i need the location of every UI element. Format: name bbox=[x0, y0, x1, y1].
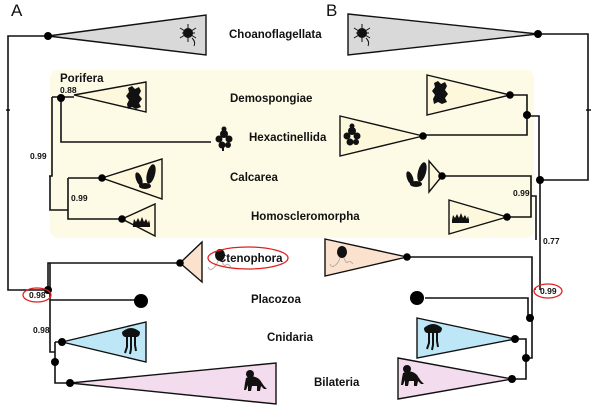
choanoflagellate-icon bbox=[179, 24, 197, 47]
node-b-cnid-bilat bbox=[522, 354, 530, 362]
clade-b-homoscleromorpha bbox=[448, 199, 510, 235]
gorilla-icon bbox=[244, 370, 267, 391]
node-a-ctenophora bbox=[176, 259, 184, 267]
support-a-calc-homo: 0.99 bbox=[71, 193, 88, 203]
support-a-highlight bbox=[22, 287, 52, 303]
node-a-bilateria bbox=[66, 379, 74, 387]
node-b-hexactinellida bbox=[419, 132, 427, 140]
support-a-cnid-bilat: 0.98 bbox=[33, 325, 50, 335]
jellyfish-icon bbox=[122, 328, 140, 355]
clade-b-bilateria bbox=[397, 357, 513, 400]
node-a-calcarea bbox=[98, 174, 106, 182]
demosponge-icon bbox=[126, 86, 142, 109]
support-a-demospongiae: 0.88 bbox=[60, 85, 77, 95]
placozoan-icon bbox=[410, 291, 424, 305]
calcareous-sponge-icon bbox=[406, 162, 427, 187]
taxon-label-bilateria: Bilateria bbox=[314, 377, 360, 389]
calcareous-sponge-icon bbox=[135, 164, 156, 189]
glass-sponge-icon bbox=[215, 126, 233, 151]
node-b-homoscleromorpha bbox=[503, 213, 511, 221]
node-b-demospongiae bbox=[506, 91, 514, 99]
node-b-placo-cnid-bilat bbox=[526, 314, 534, 322]
gorilla-icon bbox=[401, 365, 424, 386]
node-b-bilateria bbox=[508, 375, 516, 383]
ctenophora-highlight bbox=[207, 246, 289, 270]
panel-label-a: A bbox=[11, 1, 23, 20]
comb-jelly-icon bbox=[329, 246, 354, 268]
jellyfish-icon bbox=[424, 324, 442, 351]
clade-a-calcarea bbox=[99, 158, 163, 200]
homoscleromorph-icon bbox=[133, 217, 150, 227]
node-b-root bbox=[534, 30, 542, 38]
porifera-label: Porifera bbox=[60, 73, 104, 85]
support-a-placo-cnid-bilat: 0.98 bbox=[29, 290, 46, 300]
support-b-highlight bbox=[533, 283, 563, 299]
node-b-calcarea bbox=[438, 172, 446, 180]
clade-b-hexactinellida bbox=[339, 115, 424, 157]
clade-a-ctenophora bbox=[178, 240, 203, 284]
clade-b-ctenophora bbox=[324, 238, 408, 277]
glass-sponge-icon bbox=[343, 123, 361, 146]
taxon-label-ctenophora: Ctenophora bbox=[218, 253, 283, 265]
clade-a-cnidaria bbox=[61, 321, 147, 363]
node-a-cnidaria bbox=[58, 338, 66, 346]
clade-b-choanoflagellata bbox=[347, 13, 539, 56]
node-a-homo bbox=[118, 215, 126, 223]
support-b-calc-homo: 0.99 bbox=[513, 188, 530, 198]
choanoflagellate-icon bbox=[353, 24, 371, 47]
node-a-root bbox=[44, 32, 52, 40]
porifera-group-box bbox=[50, 70, 534, 238]
placozoan-icon bbox=[134, 294, 148, 308]
taxon-label-demospongiae: Demospongiae bbox=[230, 93, 312, 105]
comb-jelly-icon bbox=[207, 249, 232, 271]
clade-b-cnidaria bbox=[416, 317, 516, 359]
node-b-ctenophora bbox=[403, 253, 411, 261]
clade-a-bilateria bbox=[69, 362, 277, 405]
support-a-porifera: 0.99 bbox=[30, 151, 47, 161]
taxon-label-calcarea: Calcarea bbox=[230, 172, 279, 184]
taxon-label-homoscleromorpha: Homoscleromorpha bbox=[251, 211, 360, 223]
node-b-cnidaria bbox=[511, 335, 519, 343]
node-a-cnid-bilat bbox=[51, 358, 59, 366]
node-b-demo-hexa bbox=[523, 111, 531, 119]
clade-b-demospongiae bbox=[426, 74, 511, 116]
taxon-label-hexactinellida: Hexactinellida bbox=[249, 132, 327, 144]
taxon-label-choanoflagellata: Choanoflagellata bbox=[229, 29, 322, 41]
taxon-label-cnidaria: Cnidaria bbox=[267, 332, 314, 344]
clade-b-calcarea bbox=[428, 159, 443, 194]
taxon-label-placozoa: Placozoa bbox=[251, 294, 301, 306]
node-b-porifera bbox=[536, 176, 544, 184]
panel-label-b: B bbox=[326, 1, 337, 20]
clade-a-choanoflagellata bbox=[47, 14, 207, 56]
node-a-porifera-demo bbox=[57, 94, 65, 102]
support-b-cteno-placo-cnid-bilat: 0.99 bbox=[540, 286, 557, 296]
homoscleromorph-icon bbox=[452, 213, 469, 223]
support-b-porifera: 0.77 bbox=[543, 236, 560, 246]
demosponge-icon bbox=[432, 81, 448, 104]
